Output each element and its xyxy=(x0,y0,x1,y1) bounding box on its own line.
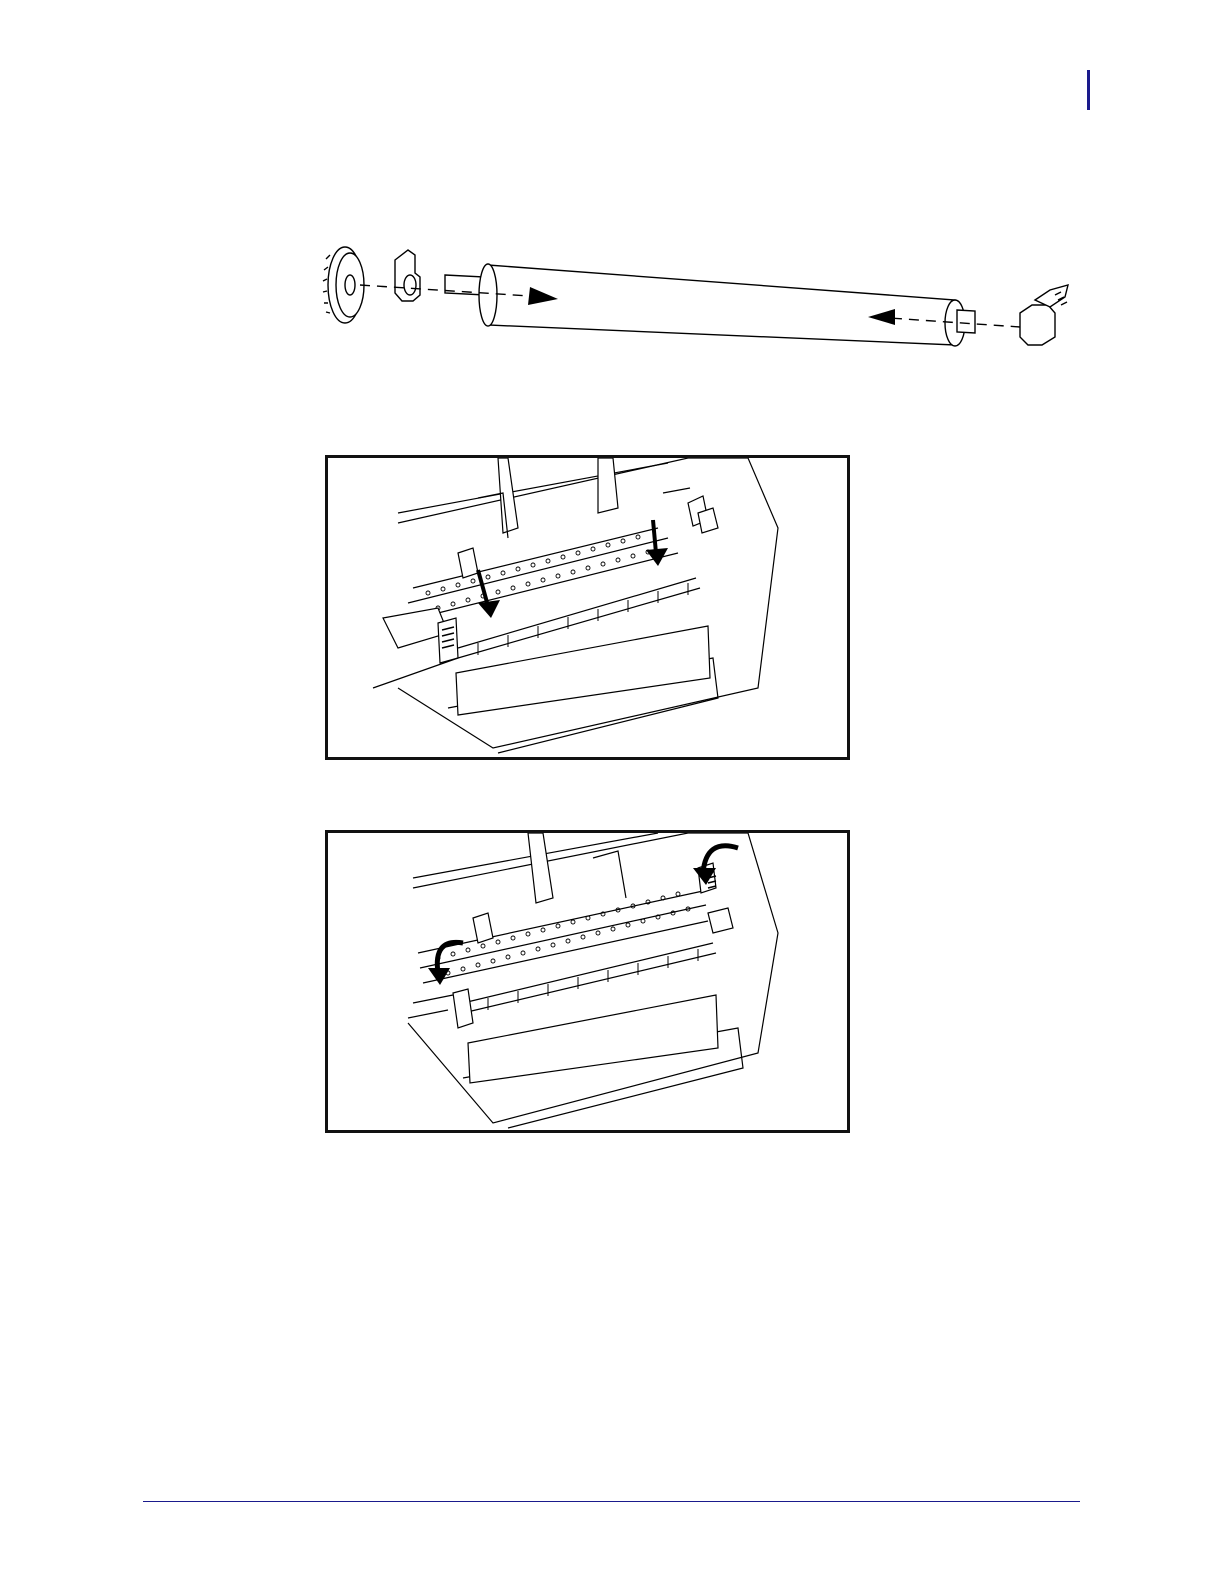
roller-cylinder-icon xyxy=(479,264,965,346)
left-bearing-icon xyxy=(395,250,420,301)
arrow-down-right-icon xyxy=(653,520,656,553)
right-latch-icon xyxy=(663,488,718,533)
change-bar xyxy=(1087,70,1090,110)
left-latch-icon xyxy=(373,548,478,688)
front-panel-icon xyxy=(468,995,718,1083)
platen-install-arrows-icon xyxy=(325,455,850,760)
platen-latch-rotate-icon xyxy=(325,830,850,1133)
drive-gear-icon xyxy=(323,247,364,323)
footer-rule xyxy=(143,1501,1080,1502)
right-bearing-icon xyxy=(1020,285,1068,345)
front-panel-icon xyxy=(456,626,710,715)
platen-roller-exploded-icon xyxy=(320,245,1090,385)
